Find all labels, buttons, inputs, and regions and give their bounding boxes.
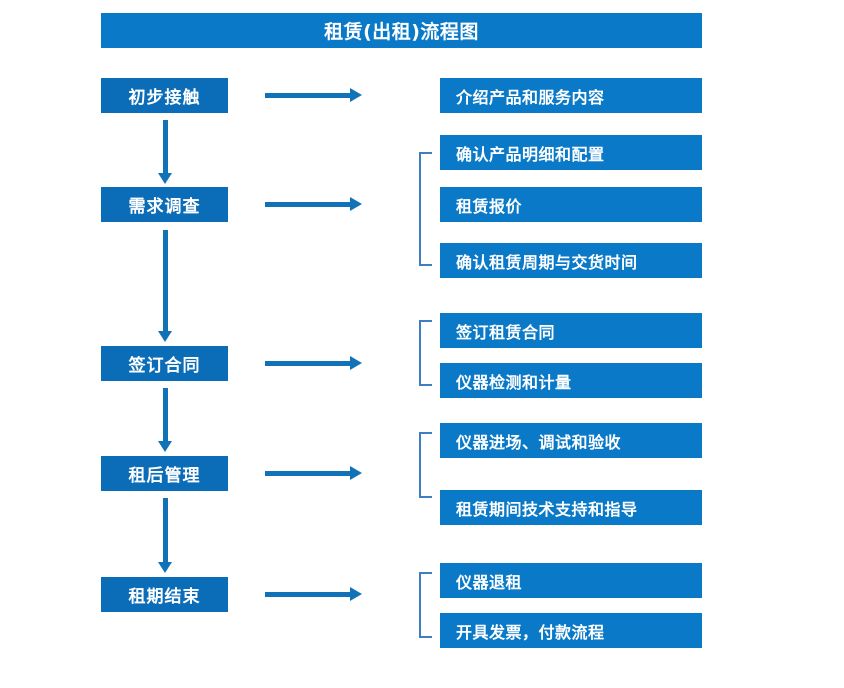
vertical-arrow-1 [158, 120, 172, 184]
group-bracket-post-rental-mgmt [419, 432, 432, 498]
stage-box-demand-survey[interactable]: 需求调查 [101, 187, 228, 222]
detail-box-confirm-period-delivery[interactable]: 确认租赁周期与交货时间 [440, 243, 702, 278]
detail-box-invoice-payment[interactable]: 开具发票，付款流程 [440, 613, 702, 648]
stage-box-initial-contact[interactable]: 初步接触 [101, 78, 228, 113]
detail-box-instrument-inspection[interactable]: 仪器检测和计量 [440, 363, 702, 398]
horizontal-arrow-5 [265, 587, 362, 601]
group-bracket-sign-contract [419, 320, 432, 386]
detail-box-instrument-return[interactable]: 仪器退租 [440, 563, 702, 598]
group-bracket-demand-survey [419, 152, 432, 266]
detail-box-technical-support[interactable]: 租赁期间技术支持和指导 [440, 490, 702, 525]
page-title: 租赁(出租)流程图 [101, 13, 702, 48]
group-bracket-lease-end [419, 572, 432, 638]
detail-box-instrument-onsite[interactable]: 仪器进场、调试和验收 [440, 423, 702, 458]
horizontal-arrow-4 [265, 466, 362, 480]
detail-box-introduce-products[interactable]: 介绍产品和服务内容 [440, 78, 702, 113]
detail-box-sign-rental-contract[interactable]: 签订租赁合同 [440, 313, 702, 348]
horizontal-arrow-3 [265, 356, 362, 370]
horizontal-arrow-2 [265, 197, 362, 211]
detail-box-confirm-product-config[interactable]: 确认产品明细和配置 [440, 135, 702, 170]
stage-box-post-rental-mgmt[interactable]: 租后管理 [101, 456, 228, 491]
vertical-arrow-2 [158, 230, 172, 342]
stage-box-lease-end[interactable]: 租期结束 [101, 577, 228, 612]
vertical-arrow-3 [158, 388, 172, 452]
stage-box-sign-contract[interactable]: 签订合同 [101, 346, 228, 381]
detail-box-rental-quotation[interactable]: 租赁报价 [440, 187, 702, 222]
horizontal-arrow-1 [265, 88, 362, 102]
vertical-arrow-4 [158, 498, 172, 573]
